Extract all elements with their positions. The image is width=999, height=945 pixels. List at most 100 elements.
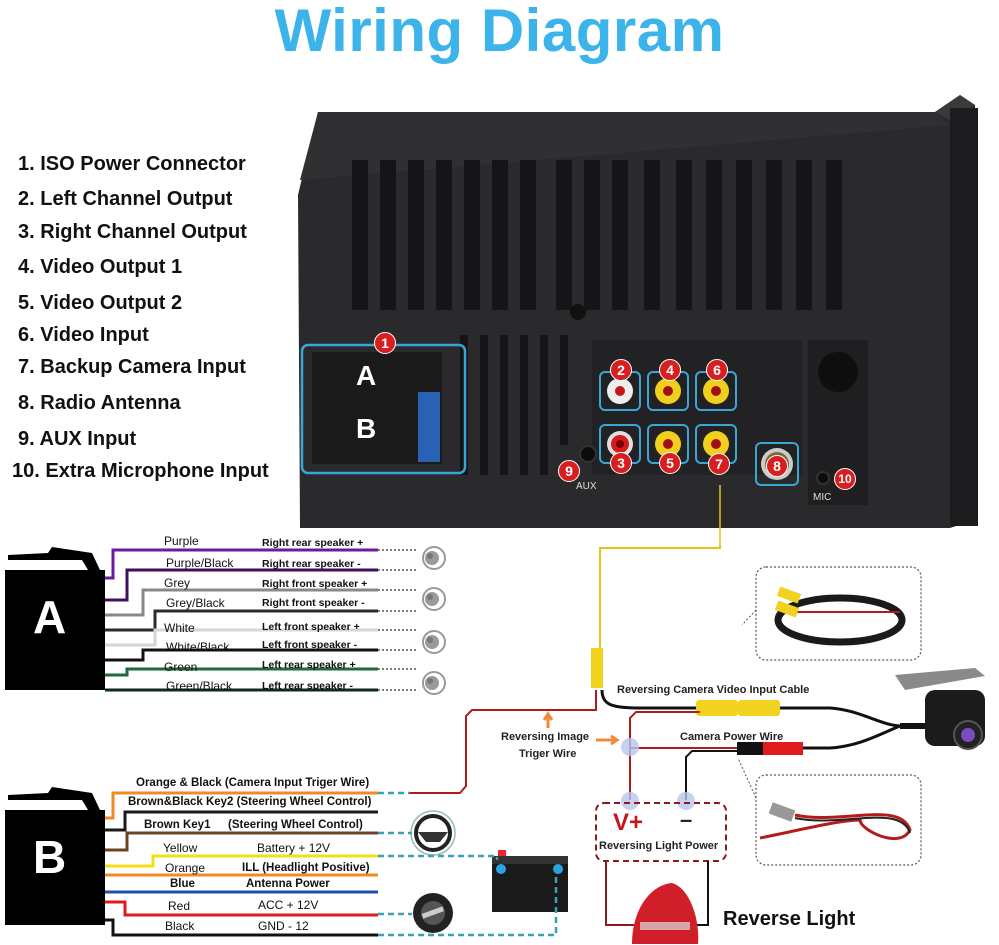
badge-6: 6: [706, 359, 728, 381]
legend-num: 9.: [18, 428, 35, 450]
legend-label: AUX Input: [39, 428, 137, 450]
wire: [105, 667, 378, 677]
speaker-icon: [422, 587, 446, 611]
aux-label: AUX: [576, 481, 597, 492]
legend-label: ISO Power Connector: [40, 153, 246, 175]
badge-8: 8: [766, 455, 788, 477]
legend-num: 7.: [18, 356, 35, 378]
wire-color-label: Grey: [164, 576, 191, 590]
power-cable-inset-frame: [755, 774, 922, 866]
wire: [105, 900, 378, 917]
wire-function-label: Left rear speaker +: [262, 659, 356, 671]
legend-num: 6.: [18, 324, 35, 346]
wire-function-label: Battery + 12V: [257, 841, 331, 855]
connector-b-label: B: [33, 831, 67, 883]
minus-label: –: [680, 807, 693, 832]
wire: [105, 648, 378, 662]
speaker-icons: [422, 546, 446, 695]
unit-connector-b-label: B: [356, 413, 377, 444]
wire-function-label: ACC + 12V: [258, 898, 319, 912]
wire-color-label: Brown&Black Key2 (Steering Wheel Control…: [128, 796, 372, 808]
wire: [105, 568, 378, 602]
wire-color-label: White/Black: [166, 640, 230, 654]
wire: [105, 810, 378, 832]
wire: [105, 854, 378, 868]
badge-2: 2: [610, 359, 632, 381]
wire: [105, 588, 378, 617]
legend-item: 5. Video Output 2: [18, 292, 182, 315]
wire-color-label: Purple/Black: [166, 556, 234, 570]
wire: [105, 831, 378, 852]
rca-cable-inset-frame: [755, 566, 922, 661]
wire-function-label: (Steering Wheel Control): [228, 819, 363, 831]
speaker-icon: [422, 546, 446, 570]
legend-item: 10. Extra Microphone Input: [12, 460, 269, 483]
wire: [105, 628, 378, 647]
legend-num: 2.: [18, 188, 35, 210]
wire: [105, 548, 378, 580]
wire-color-label: Orange & Black (Camera Input Triger Wire…: [136, 777, 370, 789]
wire-color-label: Red: [168, 899, 191, 913]
wire-function-label: Right rear speaker +: [262, 537, 364, 549]
legend-num: 4.: [18, 256, 35, 278]
wire-color-label: Brown Key1: [144, 819, 211, 831]
wire-function-label: Right front speaker -: [262, 597, 365, 609]
connector-a-wires: [105, 548, 418, 692]
legend-num: 10.: [12, 460, 40, 482]
wire-function-label: Antenna Power: [246, 878, 330, 890]
wire-function-label: Right front speaker +: [262, 578, 368, 590]
badge-9: 9: [558, 460, 580, 482]
wire-function-label: Right rear speaker -: [262, 558, 361, 570]
legend-num: 1.: [18, 153, 35, 175]
badge-4: 4: [659, 359, 681, 381]
reverse-light-label: Reverse Light: [723, 908, 856, 930]
connector-b-block: [5, 787, 105, 925]
wire-color-label: Blue: [170, 878, 195, 890]
speaker-icon: [422, 630, 446, 654]
legend-label: Radio Antenna: [40, 392, 181, 414]
legend-label: Left Channel Output: [40, 188, 233, 210]
legend-item: 1. ISO Power Connector: [18, 153, 246, 176]
unit-connector-a-label: A: [356, 360, 377, 391]
wire-function-label: GND - 12: [258, 919, 309, 933]
legend-label: Video Output 2: [40, 292, 183, 314]
legend-item: 9. AUX Input: [18, 428, 136, 451]
legend-label: Video Output 1: [40, 256, 183, 278]
legend-item: 2. Left Channel Output: [18, 188, 232, 211]
wire-function-label: Left front speaker +: [262, 621, 360, 633]
vent-slots: [352, 160, 842, 310]
badge-3: 3: [610, 452, 632, 474]
wire-color-label: Yellow: [163, 841, 198, 855]
legend-label: Extra Microphone Input: [45, 460, 269, 482]
legend-item: 3. Right Channel Output: [18, 221, 247, 244]
connector-a-block: [5, 547, 105, 690]
reverse-light-icon: [632, 883, 699, 944]
wire-function-label: Left rear speaker -: [262, 680, 354, 692]
wire-color-label: Green/Black: [166, 679, 233, 693]
trigger-wire-label-line1: Reversing Image: [501, 731, 590, 743]
ignition-key-icon: [413, 893, 453, 933]
legend-num: 3.: [18, 221, 35, 243]
wire-color-label: Black: [165, 919, 195, 933]
legend-label: Video Input: [40, 324, 149, 346]
wire-color-label: Purple: [164, 534, 199, 548]
connector-b-wires: [105, 791, 378, 937]
legend-label: Backup Camera Input: [40, 356, 246, 378]
legend-num: 8.: [18, 392, 35, 414]
steering-wheel-icon: [410, 810, 456, 856]
reversing-light-power-label: Reversing Light Power: [599, 840, 719, 852]
wire-color-label: White: [164, 621, 195, 635]
wire: [105, 918, 378, 937]
rca-cable-coil-image: [774, 586, 906, 646]
mic-label: MIC: [813, 492, 832, 503]
wire-function-label: ILL (Headlight Positive): [242, 862, 370, 874]
speaker-icon: [422, 671, 446, 695]
camera-power-wire-label: Camera Power Wire: [680, 731, 784, 743]
backup-camera-icon: [895, 668, 985, 750]
badge-10: 10: [834, 468, 856, 490]
wire-color-label: Grey/Black: [166, 596, 225, 610]
trigger-wire-label-line2: Triger Wire: [519, 748, 577, 760]
legend-item: 7. Backup Camera Input: [18, 356, 246, 379]
wire: [105, 609, 378, 632]
